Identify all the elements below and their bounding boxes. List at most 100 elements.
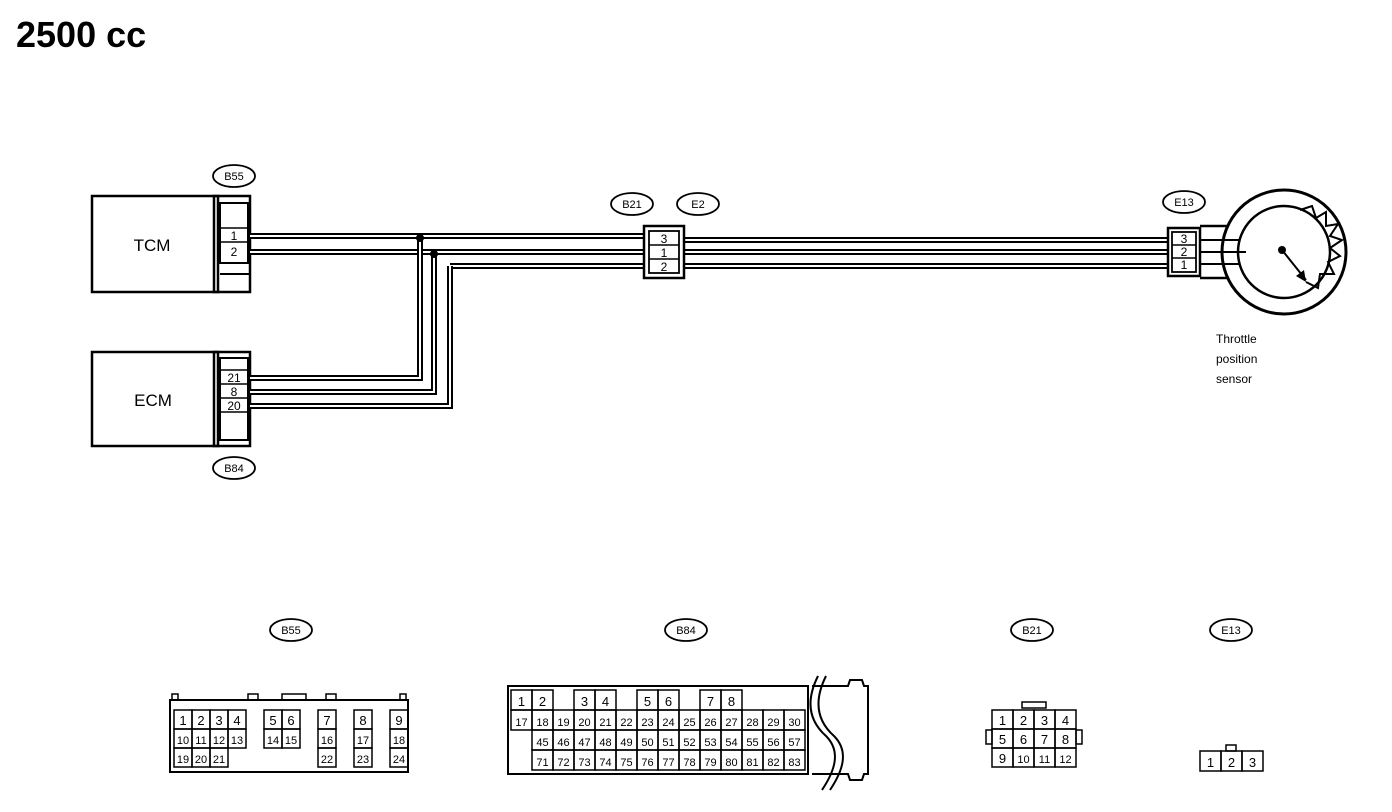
b55-pin-label: 4 [233,713,240,728]
svg-text:B84: B84 [224,463,244,475]
splice-dot-1 [416,234,424,242]
b84-pin-label: 52 [683,737,695,749]
b84-pin-label: 22 [620,717,632,729]
b55-cell [389,747,409,768]
b84-pin-label: 80 [725,757,737,769]
b84-pin-label: 2 [539,694,546,709]
b55-pin-label: 24 [393,754,405,766]
e13-pin-2: 2 [1181,245,1188,259]
e13-pin-1: 1 [1181,258,1188,272]
b55-pin-label: 18 [393,735,405,747]
b55-pin-label: 19 [177,754,189,766]
tps-label-line2: position [1216,352,1257,366]
svg-text:E2: E2 [691,199,704,211]
splice-dot-2 [430,250,438,258]
b55-cell [209,747,229,768]
b84-pin-label: 1 [518,694,525,709]
b84-pin-label: 76 [641,757,653,769]
b84-pin-label: 21 [599,717,611,729]
connector-tag-b21: B21 [610,192,654,216]
b55-pin-label: 22 [321,754,333,766]
b55-pin-label: 21 [213,754,225,766]
b55-view-tag: B55 [281,625,301,637]
b84-pin-label: 56 [767,737,779,749]
b84-pin-label: 18 [536,717,548,729]
b21-pin-label: 10 [1017,754,1029,766]
b55-cell [281,728,301,749]
b21-pin-label: 7 [1041,732,1048,747]
b84-pin-label: 17 [515,717,527,729]
b84-pin-label: 79 [704,757,716,769]
b84-pin-label: 51 [662,737,674,749]
b55-pin-label: 5 [269,713,276,728]
e13-cell [1241,750,1264,772]
b84-pin-label: 75 [620,757,632,769]
e13-pin-label: 1 [1207,755,1214,770]
b55-pin-label: 11 [195,735,206,747]
b21-pin-label: 4 [1062,713,1069,728]
b21-pin-label: 3 [1041,713,1048,728]
b84-pin-label: 48 [599,737,611,749]
b55-pin-label: 17 [357,735,369,747]
b21-pin-3: 3 [661,232,668,246]
b55-pin-label: 7 [323,713,330,728]
inline-connector-b21-e2[interactable]: 3 1 2 [642,224,686,280]
b84-pin-label: 30 [788,717,800,729]
e13-view-tag: E13 [1221,625,1241,637]
b84-cell [783,749,806,771]
throttle-position-sensor[interactable]: 3 2 1 Throttle position sensor [1166,188,1348,386]
b84-pin-label: 53 [704,737,716,749]
b84-pin-label: 71 [536,757,548,769]
tcm-pin-2: 2 [231,245,238,259]
b55-pin-label: 13 [231,735,243,747]
b21-pin-2: 2 [661,260,668,274]
b84-pin-label: 23 [641,717,653,729]
b55-pin-label: 12 [213,735,225,747]
b21-pin-label: 9 [999,751,1006,766]
b21-pin-label: 8 [1062,732,1069,747]
ecm-pin-21: 21 [227,371,241,385]
b84-pin-label: 50 [641,737,653,749]
tcm-module[interactable]: TCM 1 2 [90,194,252,294]
connector-tag-e2: E2 [676,192,720,216]
svg-text:E13: E13 [1174,197,1194,209]
e13-pin-3: 3 [1181,232,1188,246]
b84-pin-label: 5 [644,694,651,709]
b21-pin-1: 1 [661,246,668,260]
b84-pin-label: 19 [557,717,569,729]
b21-view-tag: B21 [1022,625,1042,637]
b21-pin-label: 11 [1039,754,1050,766]
b84-pin-label: 57 [788,737,800,749]
b55-pin-label: 8 [359,713,366,728]
b55-pin-label: 1 [179,713,186,728]
harness-wires [250,233,1170,409]
b84-pin-label: 29 [767,717,779,729]
b84-pin-label: 83 [788,757,800,769]
b84-pin-label: 28 [746,717,758,729]
b55-pin-label: 23 [357,754,369,766]
b84-pin-label: 74 [599,757,611,769]
b21-pin-label: 1 [999,713,1006,728]
svg-text:B21: B21 [622,199,642,211]
b84-pin-label: 25 [683,717,695,729]
b84-pin-label: 8 [728,694,735,709]
connector-tag-b55: B55 [212,164,256,188]
b84-pin-label: 77 [662,757,674,769]
b84-pin-label: 3 [581,694,588,709]
ecm-module[interactable]: ECM 21 8 20 [90,350,252,448]
svg-text:B55: B55 [224,171,244,183]
b55-pin-label: 20 [195,754,207,766]
tps-label-line3: sensor [1216,372,1252,386]
b84-pin-label: 6 [665,694,672,709]
b55-pin-label: 10 [177,735,189,747]
b84-pin-label: 49 [620,737,632,749]
b21-pin-label: 2 [1020,713,1027,728]
b84-pin-label: 26 [704,717,716,729]
b55-pin-label: 6 [287,713,294,728]
b84-view-tag: B84 [676,625,696,637]
tcm-label: TCM [134,236,171,255]
b84-pin-label: 45 [536,737,548,749]
